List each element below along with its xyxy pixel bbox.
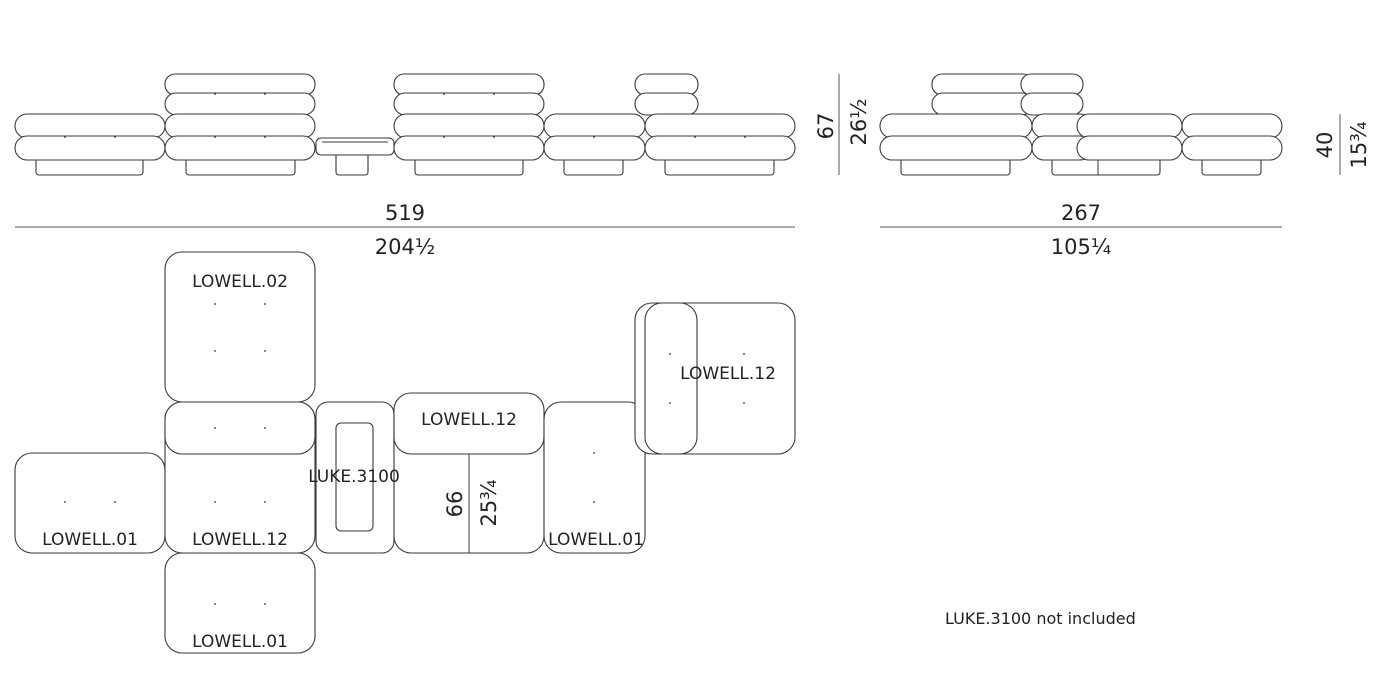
front-elevation — [14, 73, 796, 176]
front-height-in: 26½ — [847, 98, 871, 145]
side-width-cm: 267 — [1061, 201, 1101, 225]
label-lowell-12-far: LOWELL.12 — [680, 364, 776, 384]
label-luke-3100: LUKE.3100 — [308, 467, 400, 487]
plan-view: LOWELL.02 LOWELL.01 LOWELL.12 LOWELL.01 … — [14, 251, 796, 654]
front-height-cm: 67 — [814, 113, 838, 140]
side-height-cm: 40 — [1313, 132, 1337, 159]
side-elevation — [879, 73, 1283, 176]
module-lowell-01-right — [543, 401, 646, 554]
label-lowell-12-middle: LOWELL.12 — [421, 410, 517, 430]
label-lowell-12-corner: LOWELL.12 — [192, 530, 288, 550]
seat-depth-in: 25¾ — [477, 479, 501, 526]
label-lowell-01-left: LOWELL.01 — [42, 530, 138, 550]
side-width-in: 105¼ — [1051, 235, 1111, 259]
front-width-in: 204½ — [375, 235, 435, 259]
seat-depth-cm: 66 — [443, 491, 467, 518]
side-height-in: 15¾ — [1347, 121, 1371, 168]
label-lowell-01-right: LOWELL.01 — [548, 530, 644, 550]
label-lowell-01-bottom: LOWELL.01 — [192, 632, 288, 652]
not-included-note: LUKE.3100 not included — [945, 609, 1136, 628]
front-width-cm: 519 — [385, 201, 425, 225]
label-lowell-02: LOWELL.02 — [192, 272, 288, 292]
module-lowell-01-bottom — [164, 552, 316, 654]
